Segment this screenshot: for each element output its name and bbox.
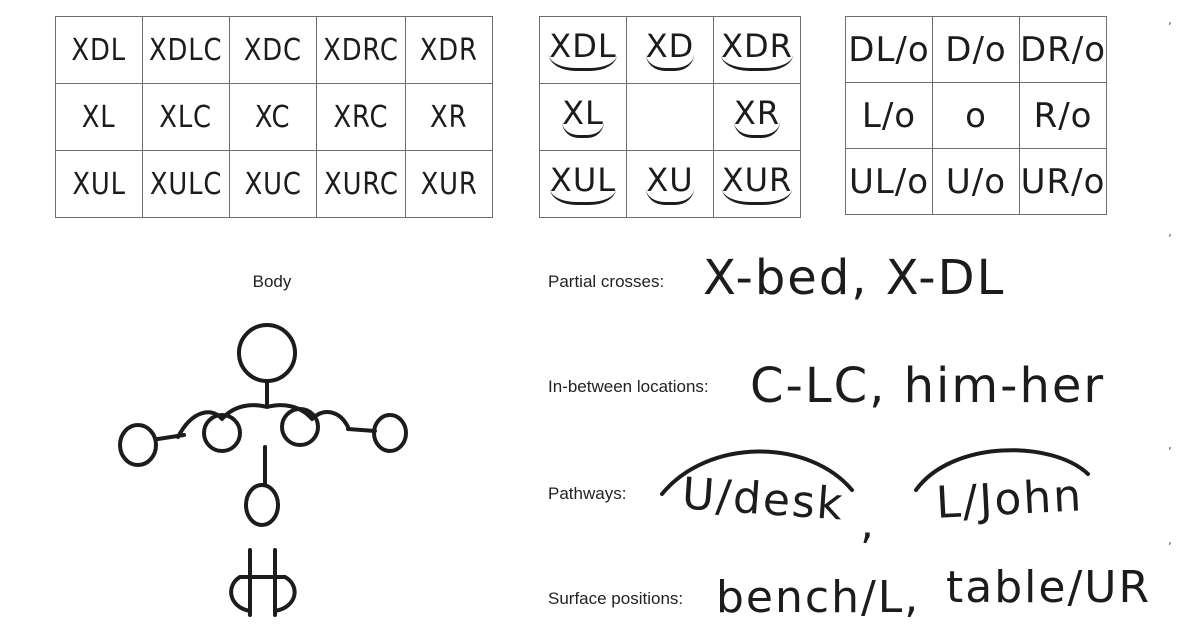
grid-row: L/o o R/o [845,82,1108,149]
surface-positions-label: Surface positions: [548,589,684,608]
pathway-arc-1 [660,449,854,496]
body-label: Body [252,272,292,291]
grid-cell: XUL [55,150,143,218]
feet-glyph [229,548,297,617]
surface-positions-value-2: table/UR [946,562,1152,613]
grid-cell: XUL [539,150,627,218]
partial-crosses-value: X-bed, X-DL [703,250,1006,306]
grid-row: XL XR [539,83,801,151]
grid-cell: XDL [55,16,143,84]
grid-row: XUL XULC XUC XURC XUR [55,150,493,218]
in-between-locations-value: C-LC, him-her [750,358,1106,414]
margin-tick: ʼ [1168,232,1172,246]
grid-row: XL XLC XC XRC XR [55,83,493,151]
grid-cell: XUC [229,150,317,218]
shoulders-curve [176,403,350,439]
grid-cell: UR/o [1018,148,1108,215]
grid-row: UL/o U/o UR/o [845,148,1108,215]
head-circle [237,323,297,383]
grid-cell: XC [229,83,317,151]
grid-cell: UL/o [845,148,933,215]
grid-cell: XR [404,83,493,151]
grid-surface-positions: DL/o D/o DR/o L/o o R/o UL/o U/o UR/o [845,16,1108,215]
grid-cell: o [932,82,1020,149]
pathways-value-2: L/John [934,470,1085,529]
grid-row: XDL XDLC XDC XDRC XDR [55,16,493,84]
grid-cell: XULC [142,150,230,218]
grid-cell: L/o [845,82,933,149]
margin-tick: ʼ [1168,445,1172,459]
grid-cell: R/o [1018,82,1108,149]
grid-cell: XU [626,150,714,218]
grid-row: XDL XD XDR [539,16,801,84]
grid-cell: U/o [932,148,1020,215]
grid-cell: XDL [539,16,627,84]
grid-cell: XRC [316,83,406,151]
grid-cell: XL [55,83,143,151]
grid-cell: DR/o [1018,16,1108,83]
grid-cell: XURC [316,150,406,218]
margin-tick: ʼ [1168,540,1172,554]
grid-cell: XLC [142,83,230,151]
left-arm-line [156,433,186,441]
body-diagram [118,323,408,617]
right-arm-line [346,427,377,433]
pathway-arc-2 [914,448,1090,492]
grid-cell: XUR [713,150,801,218]
left-shoulder-circle [202,413,242,453]
margin-tick: ʼ [1168,20,1172,34]
grid-cell: XD [626,16,714,84]
grid-row: DL/o D/o DR/o [845,16,1108,83]
grid-row: XUL XU XUR [539,150,801,218]
grid-cell: XL [539,83,627,151]
partial-crosses-label: Partial crosses: [548,272,665,291]
lower-circle [244,483,280,527]
pathways-separator: , [860,498,876,549]
grid-cell: D/o [932,16,1020,83]
grid-cell: DL/o [845,16,933,83]
pathways-label: Pathways: [548,484,627,503]
in-between-locations-label: In-between locations: [548,377,709,396]
surface-positions-value-1: bench/L, [716,572,921,623]
grid-cell: XR [713,83,801,151]
pathways-value-1: U/desk [680,468,847,531]
left-hand-circle [118,423,158,467]
right-hand-circle [372,413,408,453]
grid-crosses-full: XDL XDLC XDC XDRC XDR XL XLC XC XRC XR X… [55,16,493,218]
grid-cell: XDRC [316,16,406,84]
grid-cell: XDR [713,16,801,84]
grid-cell: XDLC [142,16,230,84]
grid-cell-empty [626,83,714,151]
grid-cell: XUR [404,150,493,218]
grid-cell: XDR [404,16,493,84]
grid-crosses-simple: XDL XD XDR XL XR XUL XU XUR [539,16,801,218]
grid-cell: XDC [229,16,317,84]
right-shoulder-circle [280,407,320,447]
